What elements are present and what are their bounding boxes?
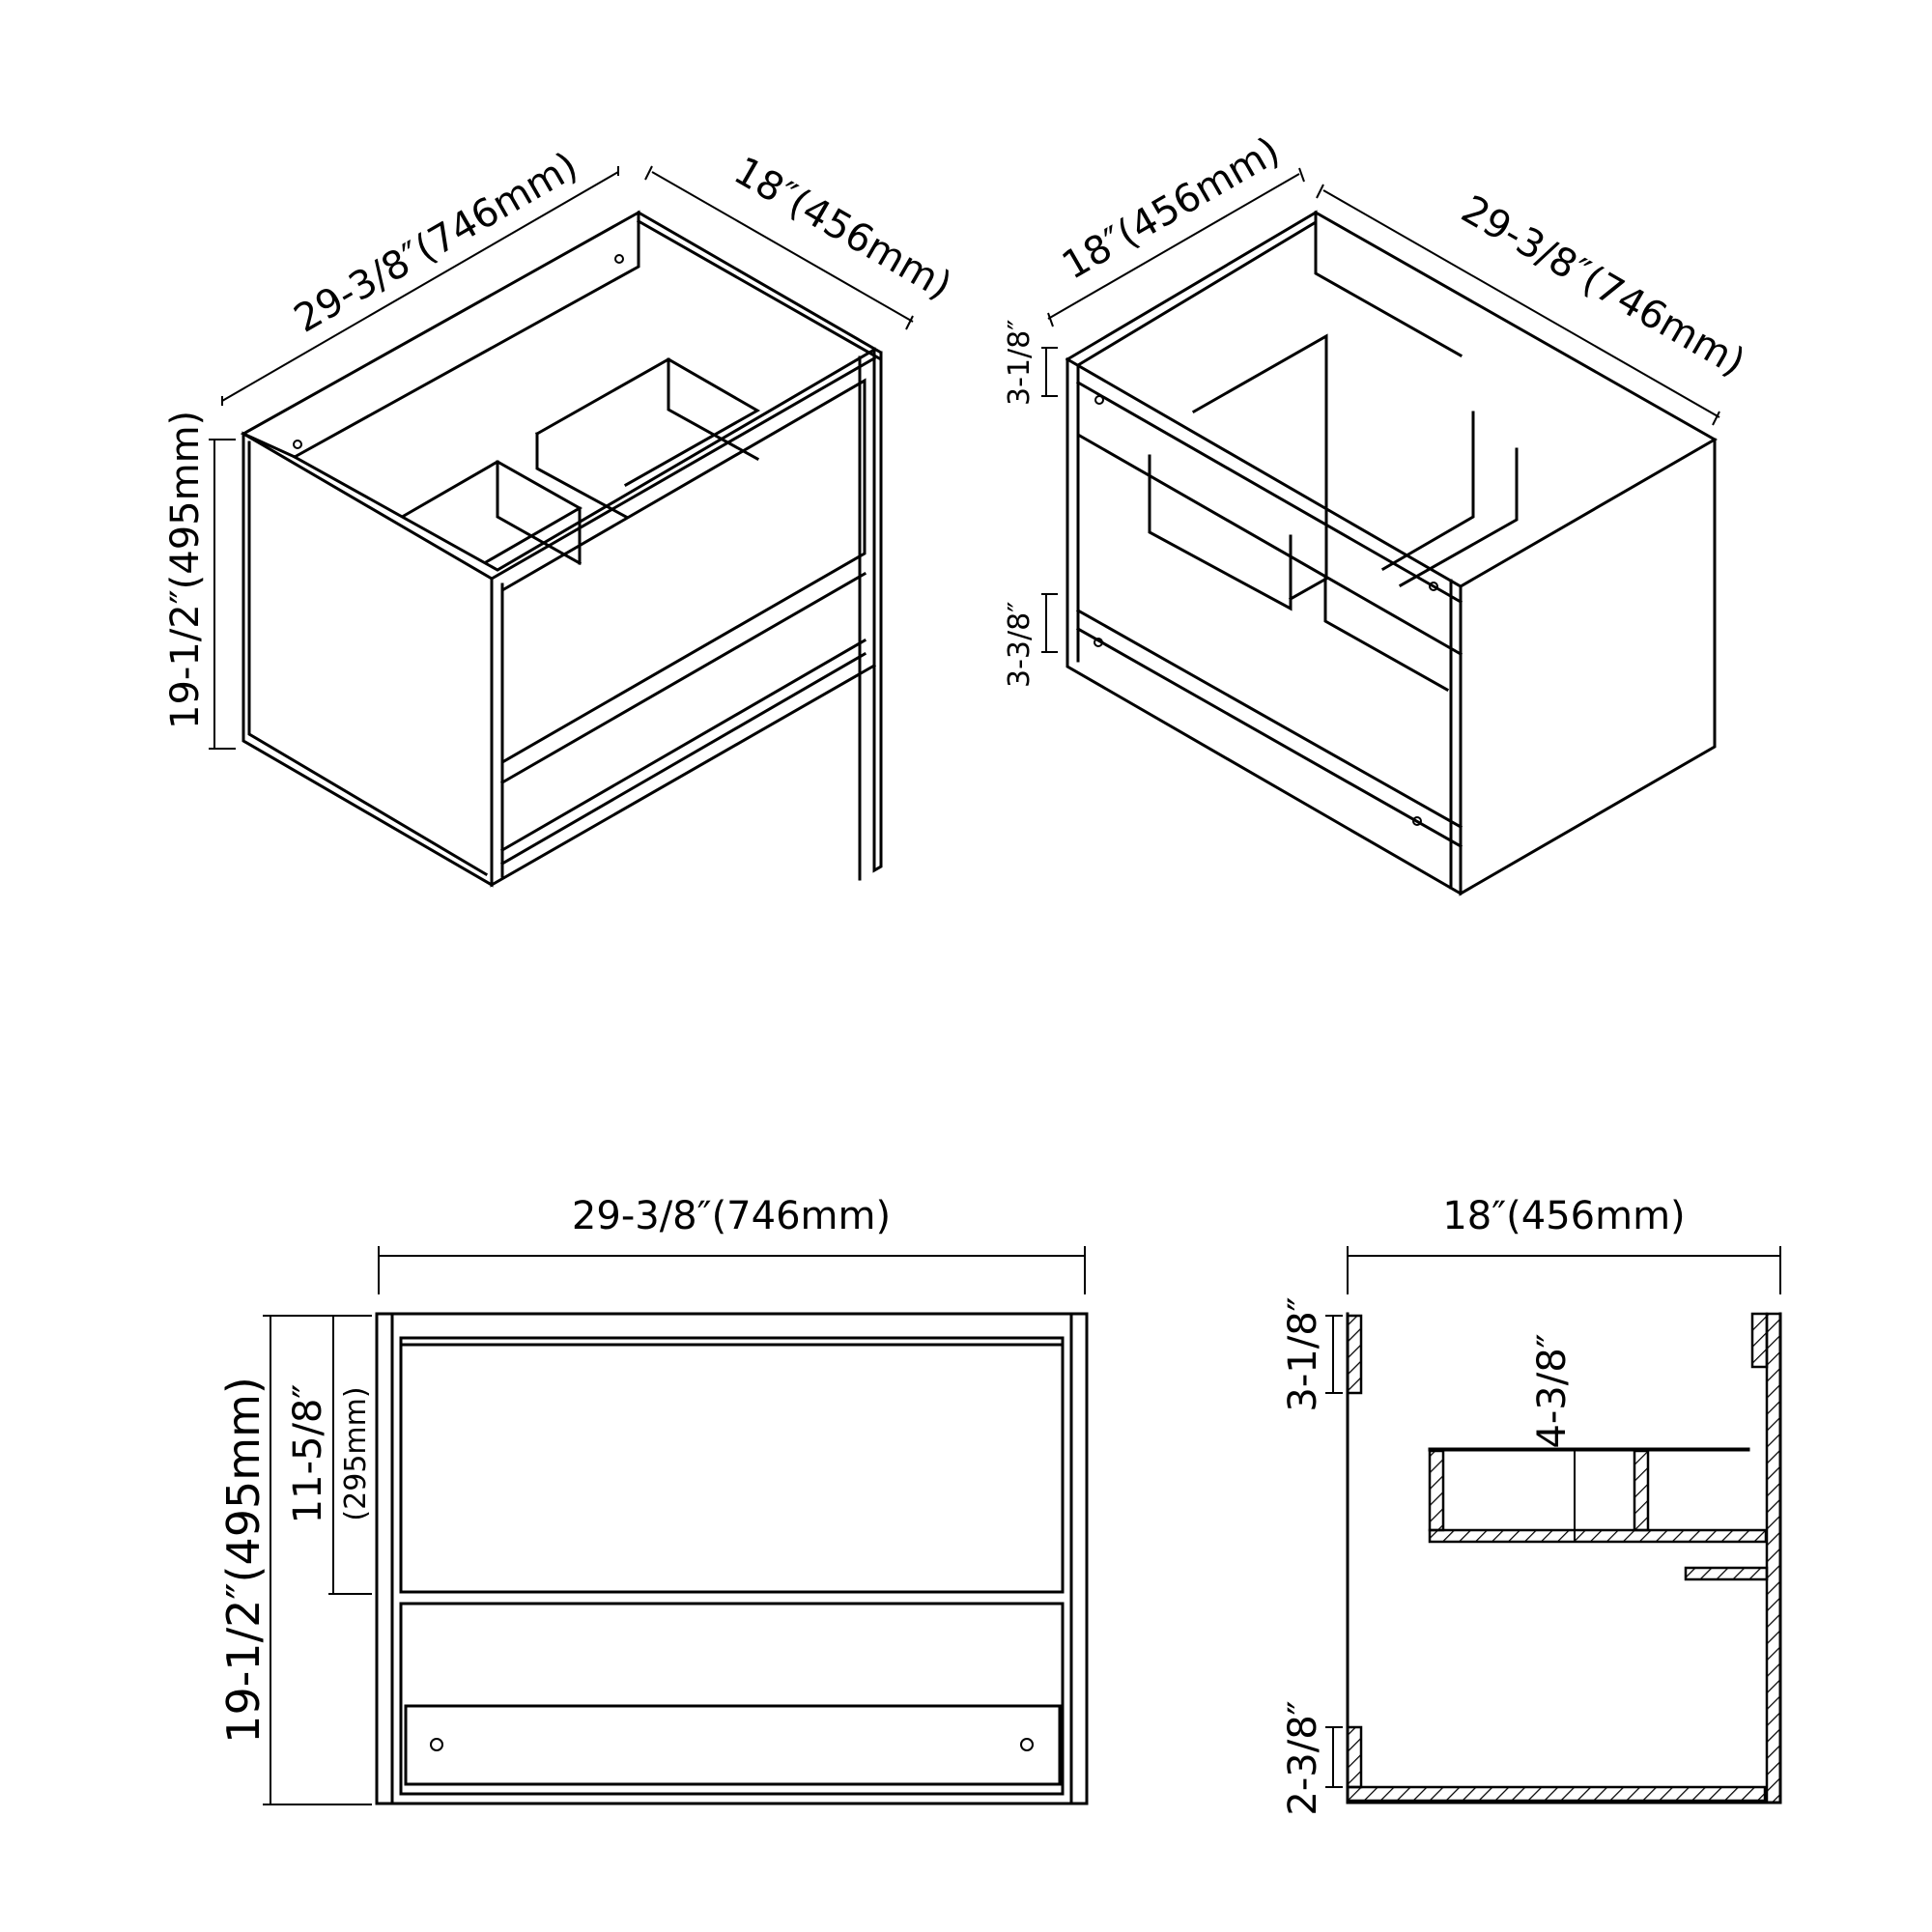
iso-front-width-label: 29-3/8″(746mm)	[287, 144, 585, 342]
iso-front-height-label: 19-1/2″(495mm)	[163, 411, 208, 729]
iso-back-top-rail-label: 3-1/8″	[1003, 320, 1037, 406]
section-drawer-depth-label: 4-3/8″	[1530, 1333, 1575, 1448]
iso-back-width-label: 29-3/8″(746mm)	[1454, 187, 1752, 385]
front-width-label: 29-3/8″(746mm)	[572, 1194, 891, 1238]
front-height-label: 19-1/2″(495mm)	[217, 1377, 270, 1744]
section-top-rail-label: 3-1/8″	[1281, 1296, 1325, 1411]
section-bottom-rail-label: 2-3/8″	[1281, 1700, 1325, 1815]
iso-back-depth-label: 18″(456mm)	[1055, 128, 1288, 289]
side-section-view: 18″(456mm) 3-1/8″ 2-3/8″ 4-3/8″	[1281, 1194, 1782, 1816]
iso-back-view: 18″(456mm) 29-3/8″(746mm) 3-1/8″ 3-3/8″	[1003, 128, 1752, 896]
iso-front-view: 29-3/8″(746mm) 18″(456mm) 19-1/2″(495mm)	[163, 144, 959, 888]
section-depth-label: 18″(456mm)	[1442, 1194, 1685, 1238]
iso-back-bottom-rail-label: 3-3/8″	[1003, 602, 1037, 688]
front-drawer-height-mm-label: (295mm)	[339, 1386, 373, 1520]
front-drawer-height-label: 11-5/8″	[286, 1384, 330, 1524]
front-elevation-view: 29-3/8″(746mm) 19-1/2″(495mm) 11-5/8″ (2…	[217, 1194, 1089, 1805]
